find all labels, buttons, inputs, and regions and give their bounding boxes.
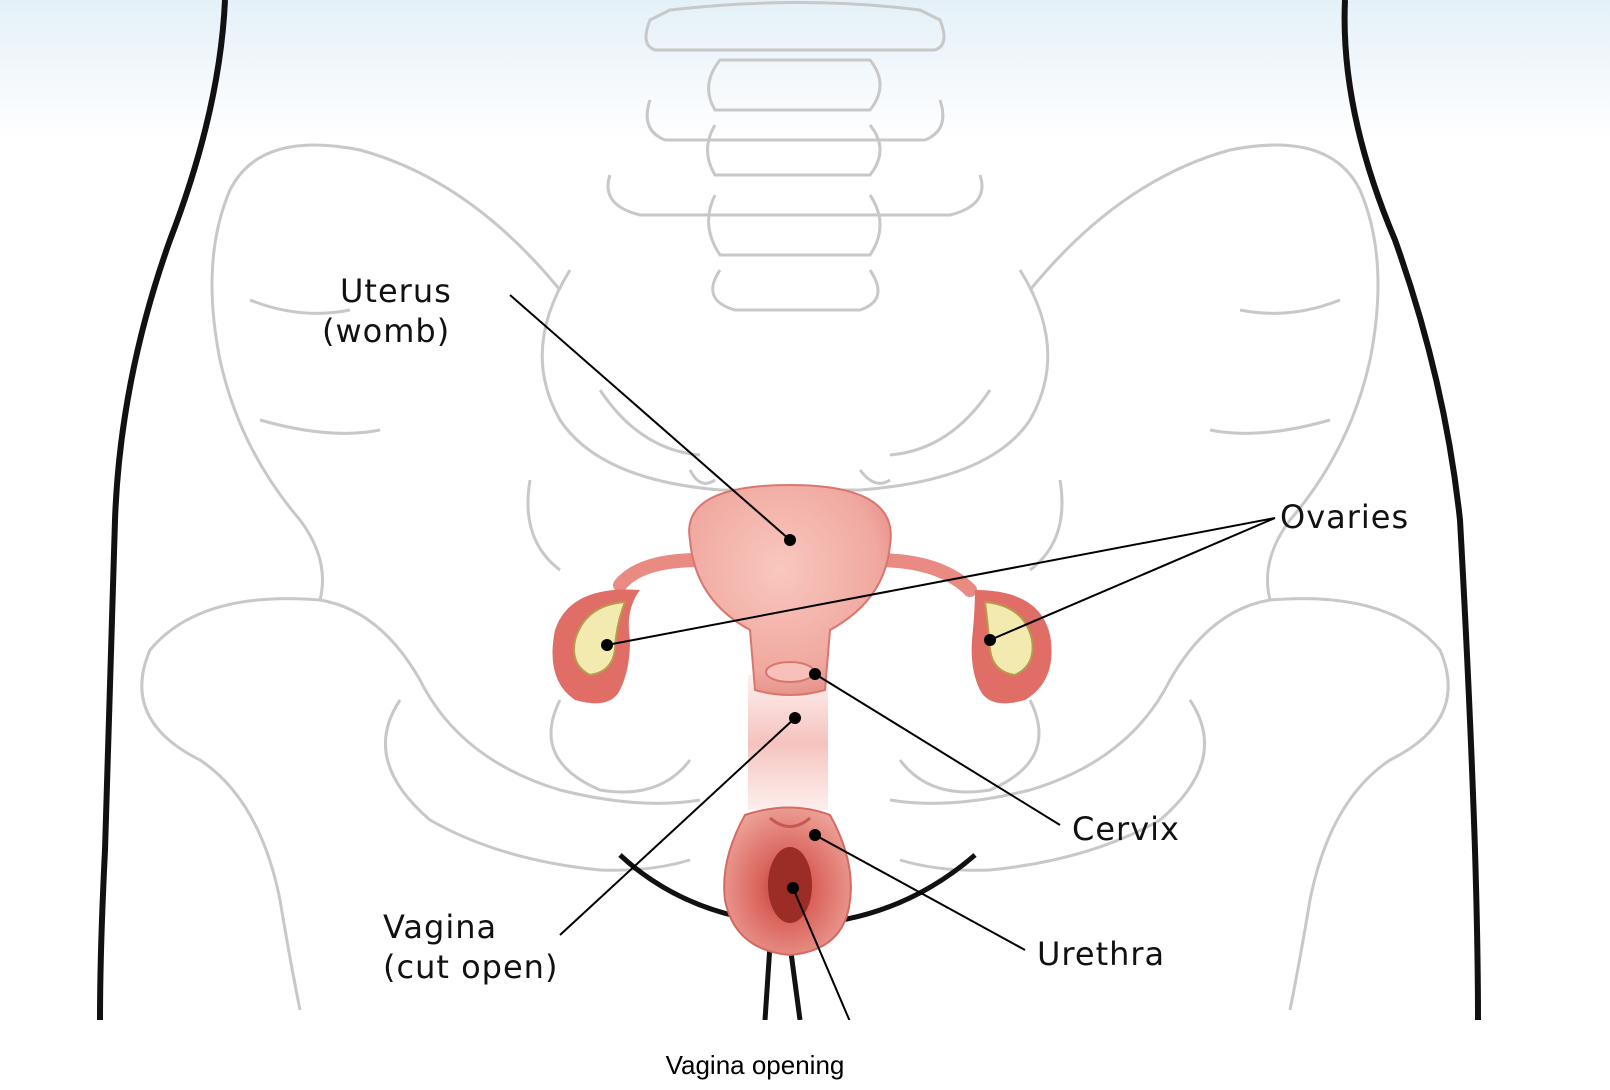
caption-vagina-opening: Vagina opening [0, 1050, 1510, 1081]
dot-ovary-left [601, 639, 613, 651]
label-cervix: Cervix [1072, 810, 1180, 848]
label-cut-open: (cut open) [383, 948, 558, 986]
label-ovaries: Ovaries [1280, 498, 1409, 536]
dot-uterus [784, 534, 796, 546]
dot-urethra [809, 829, 821, 841]
dot-ovary-right [984, 634, 996, 646]
label-vagina: Vagina [383, 908, 497, 946]
vulva [724, 808, 851, 956]
left-ovary [553, 590, 641, 704]
background-gradient [0, 0, 1610, 140]
right-ovary [972, 590, 1052, 703]
leader-uterus [510, 295, 790, 540]
dot-cervix [809, 668, 821, 680]
cervix [766, 662, 814, 682]
right-hip-bone [890, 145, 1448, 1010]
dot-vagina [789, 712, 801, 724]
label-womb: (womb) [322, 312, 450, 350]
label-uterus: Uterus [340, 272, 452, 310]
leader-ovaries-right [990, 518, 1275, 640]
dot-vagina-opening [787, 882, 799, 894]
spine [608, 3, 982, 311]
label-urethra: Urethra [1037, 935, 1165, 973]
